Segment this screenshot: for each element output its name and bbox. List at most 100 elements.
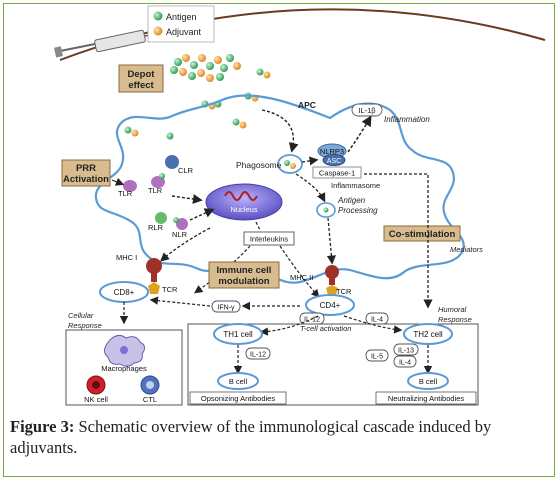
arrow-th1 bbox=[259, 315, 319, 336]
arrow-phago-inflamm bbox=[301, 156, 319, 166]
inflammasome-complex: NLRP3 ASC Caspase-1 Inflammasome bbox=[312, 143, 380, 190]
arrow-prr bbox=[111, 177, 125, 186]
effector-cells-box bbox=[65, 329, 183, 406]
svg-text:TH1 cell: TH1 cell bbox=[223, 330, 253, 339]
svg-text:modulation: modulation bbox=[218, 276, 269, 287]
arrow-uptake bbox=[261, 109, 299, 153]
prr-activation-label: PRR Activation bbox=[61, 159, 111, 187]
svg-text:Immune cell: Immune cell bbox=[217, 265, 272, 276]
bcell-b: B cell bbox=[407, 372, 449, 390]
svg-text:CLR: CLR bbox=[178, 166, 194, 175]
antigen-processing-label-2: Processing bbox=[338, 206, 378, 215]
nk-cell-icon bbox=[86, 375, 106, 395]
arrow-mediators bbox=[364, 173, 433, 309]
inflammasome-label: Inflammasome bbox=[331, 181, 380, 190]
macrophage-icon bbox=[104, 334, 146, 367]
svg-text:B cell: B cell bbox=[419, 377, 438, 386]
nucleus-label: Nucleus bbox=[230, 205, 257, 214]
tcr-b: TCR bbox=[326, 285, 352, 296]
tcell-activation-label: T-cell activation bbox=[300, 324, 351, 333]
depot-effect-label: Depot effect bbox=[118, 64, 164, 93]
arrow-nucleus-il bbox=[255, 221, 261, 231]
cellular-label-2: Response bbox=[68, 321, 102, 330]
svg-text:RLR: RLR bbox=[148, 223, 164, 232]
mhc2-molecule: MHC II bbox=[290, 265, 339, 285]
costimulation-label: Co-stimulation bbox=[383, 225, 461, 242]
svg-text:Activation: Activation bbox=[63, 174, 109, 185]
macrophages-label: Macrophages bbox=[101, 364, 147, 373]
caption-text: Schematic overview of the immunological … bbox=[10, 417, 492, 457]
immune-cascade-diagram: Antigen Adjuvant Depot effect APC Phago bbox=[54, 5, 546, 406]
asc-label: ASC bbox=[327, 158, 341, 165]
interleukins-box bbox=[243, 231, 295, 246]
svg-text:TLR: TLR bbox=[148, 186, 163, 195]
arrow-processing bbox=[295, 173, 326, 203]
apc-label: APC bbox=[298, 100, 316, 110]
caspase1-label: Caspase-1 bbox=[319, 169, 355, 178]
depot-particle-cluster bbox=[170, 54, 241, 82]
nucleus: Nucleus bbox=[205, 183, 283, 221]
inflammation-label: Inflammation bbox=[384, 115, 430, 124]
nlr-receptor: NLR bbox=[172, 217, 188, 239]
il13-label: IL-13 bbox=[398, 348, 414, 355]
antigen-processing-label-1: Antigen bbox=[337, 196, 366, 205]
svg-text:TH2 cell: TH2 cell bbox=[413, 330, 443, 339]
tcell-activation-box bbox=[187, 323, 479, 406]
svg-text:B cell: B cell bbox=[229, 377, 248, 386]
dna-icon bbox=[224, 191, 258, 201]
antigen-legend-dot bbox=[153, 11, 163, 21]
figure-caption: Figure 3: Schematic overview of the immu… bbox=[10, 416, 546, 458]
svg-text:CD4+: CD4+ bbox=[320, 301, 341, 310]
legend-antigen: Antigen bbox=[166, 12, 197, 22]
neutralizing-label: Neutralizing Antibodies bbox=[388, 394, 465, 403]
arrow-mhc1 bbox=[160, 227, 211, 262]
antigen-processing-vesicle bbox=[316, 202, 336, 218]
arrow-il-cd4 bbox=[279, 245, 320, 298]
il12-badge-b bbox=[245, 347, 271, 360]
figure-frame bbox=[3, 3, 555, 477]
arrow-to-nucleus bbox=[171, 194, 203, 204]
il5-badge bbox=[365, 349, 389, 362]
arrow-ifng-cd8 bbox=[149, 296, 211, 307]
rlr-receptor: RLR bbox=[148, 212, 167, 232]
svg-text:PRR: PRR bbox=[76, 163, 96, 174]
legend-adjuvant: Adjuvant bbox=[166, 27, 202, 37]
phagosome bbox=[277, 154, 303, 174]
il13-badge bbox=[393, 343, 419, 356]
ctl-label: CTL bbox=[143, 395, 157, 404]
opsonizing-label: Opsonizing Antibodies bbox=[201, 394, 275, 403]
immune-modulation-label: Immune cell modulation bbox=[208, 261, 280, 289]
il4-label-b: IL-4 bbox=[399, 360, 411, 367]
neutralizing-box bbox=[375, 391, 477, 405]
nlrp3-label: NLRP3 bbox=[320, 147, 344, 156]
nk-cell-label: NK cell bbox=[84, 395, 108, 404]
ifng-label: IFN-γ bbox=[217, 305, 235, 312]
svg-text:TCR: TCR bbox=[336, 287, 352, 296]
il4-label-a: IL-4 bbox=[371, 317, 383, 324]
adjuvant-legend-dot bbox=[153, 26, 163, 36]
svg-text:Co-stimulation: Co-stimulation bbox=[389, 229, 456, 240]
bcell-a: B cell bbox=[217, 372, 259, 390]
svg-text:Depot: Depot bbox=[128, 69, 156, 80]
il4-badge-b bbox=[393, 355, 417, 368]
svg-text:TLR: TLR bbox=[118, 189, 133, 198]
cellular-label-1: Cellular bbox=[68, 311, 94, 320]
mediators-label: Mediators bbox=[450, 245, 483, 254]
svg-text:NLR: NLR bbox=[172, 230, 188, 239]
ifng-badge bbox=[211, 300, 241, 313]
il5-label: IL-5 bbox=[371, 354, 383, 361]
svg-text:TCR: TCR bbox=[162, 285, 178, 294]
caption-label: Figure 3: bbox=[10, 417, 75, 436]
opsonizing-box bbox=[189, 391, 287, 405]
il12-label-a: IL-12 bbox=[304, 317, 320, 324]
interleukins-label: Interleukins bbox=[250, 235, 289, 244]
svg-text:CD8+: CD8+ bbox=[114, 288, 135, 297]
svg-text:MHC I: MHC I bbox=[116, 253, 137, 262]
legend: Antigen Adjuvant bbox=[147, 5, 215, 43]
phagosome-label: Phagosome bbox=[236, 160, 282, 170]
tlr-receptor-a: TLR bbox=[118, 180, 137, 198]
arrow-th2 bbox=[343, 315, 403, 334]
cd8-cell: CD8+ bbox=[99, 281, 149, 303]
arrow-inflammasome-il1b bbox=[347, 115, 372, 153]
humoral-label-2: Response bbox=[438, 315, 472, 324]
